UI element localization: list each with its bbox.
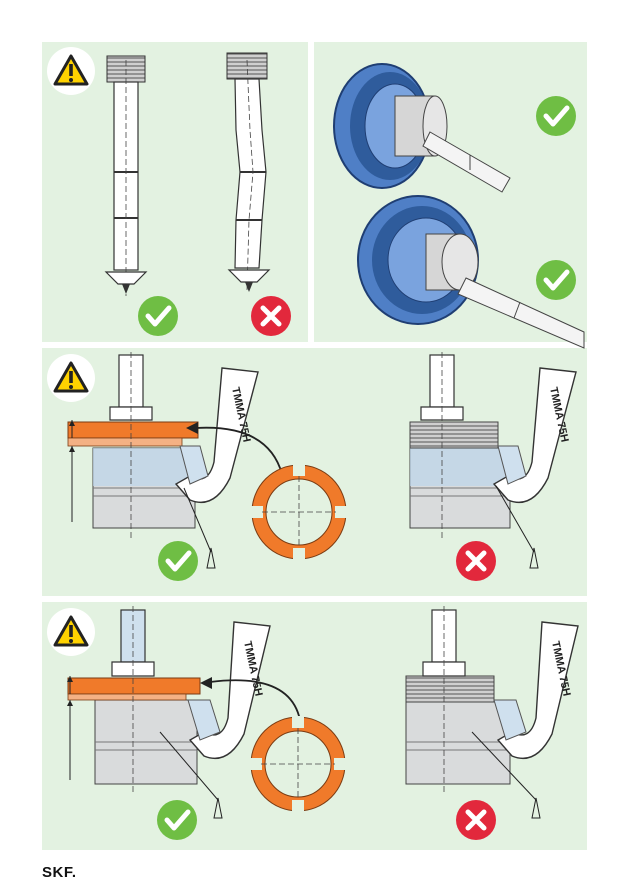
check-icon (536, 260, 576, 300)
skf-logo: SKF. (42, 864, 77, 881)
check-icon (138, 296, 178, 336)
cross-icon (456, 800, 496, 840)
check-icon (157, 800, 197, 840)
warning-icon (47, 608, 95, 656)
bent-shaft (227, 53, 269, 292)
lock-nut (251, 464, 347, 560)
cross-icon (251, 296, 291, 336)
shaft-assembly-incorrect (410, 352, 510, 540)
warning-icon (47, 354, 95, 402)
hook-spanner-wrench: TMMA 75H (494, 622, 578, 758)
arrowhead (200, 677, 212, 689)
hook-spanner-wrench: TMMA 75H (494, 368, 576, 502)
pointer-arrow (532, 798, 540, 818)
cross-icon (456, 541, 496, 581)
check-icon (536, 96, 576, 136)
check-icon (158, 541, 198, 581)
lock-nut (250, 716, 346, 812)
bearing-upper (334, 64, 510, 192)
warning-icon (47, 47, 95, 95)
pointer-arrow (214, 798, 222, 818)
straight-shaft (106, 56, 146, 296)
